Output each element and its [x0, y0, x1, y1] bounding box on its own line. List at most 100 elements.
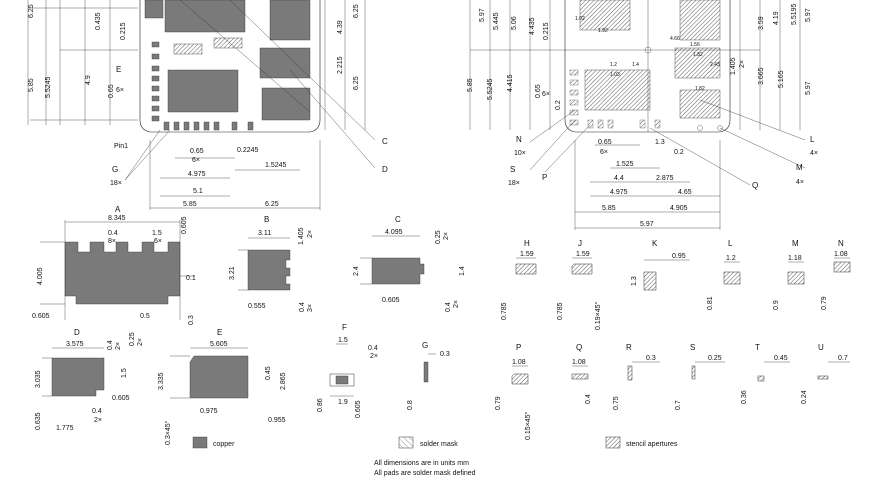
- dim: 2.875: [656, 175, 674, 182]
- dim: 1.2: [610, 62, 617, 68]
- detail-title: B: [264, 215, 269, 224]
- svg-text:0.95: 0.95: [672, 253, 686, 260]
- pad-detail-s: S 0.25 0.7: [675, 343, 725, 410]
- right-pin-row: [587, 119, 661, 129]
- dim: 0.605: [382, 297, 400, 304]
- svg-text:Q: Q: [576, 343, 582, 352]
- dim: 5.85: [28, 78, 35, 92]
- dim: 3.21: [229, 266, 236, 280]
- dim: 3×: [307, 304, 314, 312]
- callout-n: N: [516, 135, 522, 144]
- dim: 4.975: [610, 189, 628, 196]
- svg-text:0.7: 0.7: [675, 400, 682, 410]
- svg-text:1.08: 1.08: [572, 359, 586, 366]
- pad: [144, 0, 164, 19]
- dim: 0.955: [268, 417, 286, 424]
- dim: 0.2: [555, 100, 562, 110]
- dim: 0.2: [674, 149, 684, 156]
- pin1-label: Pin1: [114, 143, 128, 150]
- dim: 0.4: [107, 340, 114, 350]
- callout-g-count: 18×: [110, 180, 122, 187]
- dim: 1.5: [338, 337, 348, 344]
- pad-detail-q: Q 1.08 0.4: [571, 343, 592, 404]
- dim: 2×: [94, 417, 102, 424]
- svg-text:T: T: [755, 343, 760, 352]
- dim: 1.03: [610, 72, 620, 78]
- dim: 0.2245: [237, 147, 259, 154]
- pad-detail-u: U 0.7 0.24: [801, 343, 850, 404]
- dim: 4.005: [37, 267, 44, 285]
- dim: 4.66: [670, 36, 680, 42]
- dim: 2.865: [280, 372, 287, 390]
- dim: 0.4: [92, 408, 102, 415]
- dim: 4.095: [385, 229, 403, 236]
- dim: 5.06: [511, 16, 518, 30]
- detail-f: F 1.5 0.4 2× 0.86 1.9 0.605: [317, 323, 378, 418]
- dim: 1.4: [459, 266, 466, 276]
- dim: 0.975: [200, 408, 218, 415]
- dim: 0.8: [407, 400, 414, 410]
- dim: 0.635: [35, 412, 42, 430]
- dim: 6×: [542, 91, 550, 98]
- detail-title: G: [422, 341, 428, 350]
- legend-solder-mask: solder mask: [420, 441, 458, 448]
- dim: 4.905: [670, 205, 688, 212]
- dim: 5.85: [183, 201, 197, 208]
- dim: 2.4: [353, 266, 360, 276]
- pad-row-2: P 1.08 0.79 0.15×45° Q 1.08 0.4 R 0.3 0.…: [495, 343, 850, 440]
- svg-text:R: R: [626, 343, 632, 352]
- dim: 0.215: [120, 22, 127, 40]
- dim: 0.3: [440, 351, 450, 358]
- pad-f-shape: [335, 375, 349, 385]
- pad-b-shape: [247, 249, 291, 291]
- dim: 5.5195: [791, 3, 798, 25]
- svg-text:1.2: 1.2: [726, 255, 736, 262]
- dim: 5.97: [805, 81, 812, 95]
- svg-text:0.19×45°: 0.19×45°: [594, 302, 602, 330]
- detail-e: E 5.605 3.335 0.45 2.865 0.3×45° 0.975 0…: [158, 328, 287, 445]
- dim: 6.25: [28, 4, 35, 18]
- dim: 2.215: [337, 56, 344, 74]
- pad-detail-p: P 1.08 0.79 0.15×45°: [495, 343, 532, 440]
- dim: 3.035: [35, 370, 42, 388]
- svg-text:1.08: 1.08: [834, 251, 848, 258]
- dim: 0.605: [32, 313, 50, 320]
- callout-c: C: [382, 137, 388, 146]
- stencil-swatch: [605, 436, 621, 449]
- dim: 0.5: [140, 313, 150, 320]
- dim: 2×: [453, 300, 460, 308]
- svg-text:P: P: [516, 343, 521, 352]
- pad-detail-m: M 1.18 0.9: [773, 239, 805, 310]
- detail-title: E: [217, 328, 222, 337]
- dim: 2×: [739, 60, 746, 68]
- dim: 3.665: [758, 67, 765, 85]
- detail-title: A: [115, 205, 121, 214]
- note-solder-mask: All pads are solder mask defined: [374, 470, 476, 477]
- callout-n-count: 10×: [514, 150, 526, 157]
- legend: copper solder mask stencil apertures All…: [192, 436, 678, 477]
- svg-text:0.3: 0.3: [646, 355, 656, 362]
- dim: 5.605: [210, 341, 228, 348]
- dim: 0.4: [299, 302, 306, 312]
- svg-text:0.785: 0.785: [557, 302, 564, 320]
- dim: 0.555: [248, 303, 266, 310]
- dim: 1.405: [730, 57, 737, 75]
- dim: 4.9: [85, 75, 92, 85]
- dim: 5.5245: [487, 78, 494, 100]
- dim: 5.97: [640, 221, 654, 228]
- dim: 0.605: [112, 395, 130, 402]
- bottom-pin-row: [163, 121, 254, 131]
- dim: 0.65: [190, 148, 204, 155]
- pad-c-shape: [371, 257, 425, 285]
- dim: 1.5245: [265, 162, 287, 169]
- dim: 3.11: [258, 230, 271, 237]
- callout-s-count: 18×: [508, 180, 520, 187]
- dim: 2×: [137, 338, 144, 346]
- dim: 4.39: [337, 20, 344, 34]
- detail-b: B 3.11 1.405 2× 3.21 0.555 0.4 3×: [229, 215, 314, 312]
- dim: 6.25: [353, 76, 360, 90]
- detail-title: D: [74, 328, 80, 337]
- dim: 3.59: [758, 16, 765, 30]
- callout-m-count: 4×: [796, 179, 804, 186]
